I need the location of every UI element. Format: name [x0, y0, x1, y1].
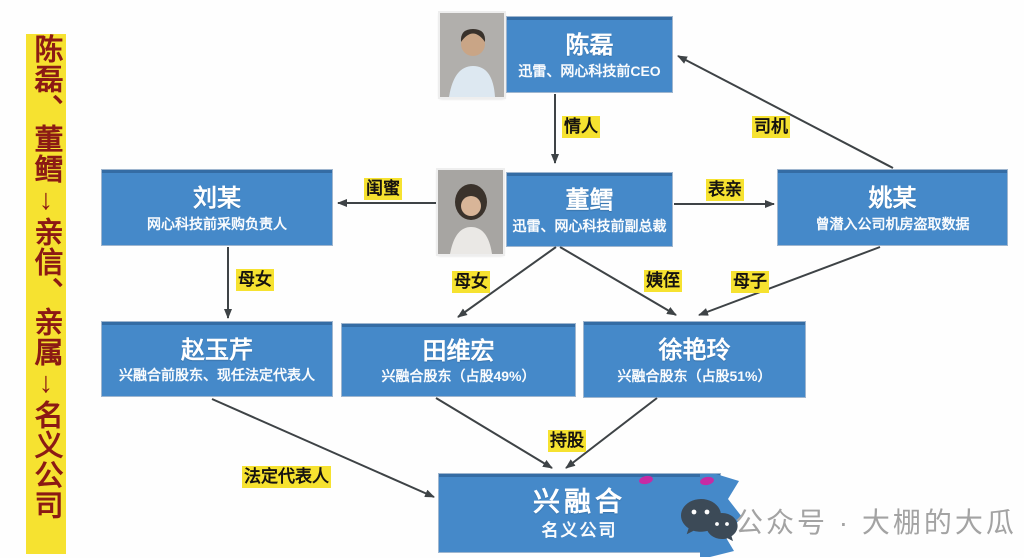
woman-portrait-placeholder: [438, 170, 503, 254]
watermark-text: 公众号 · 大棚的大瓜: [735, 507, 1017, 538]
vertical-headline-strip: 陈磊、董鳕↓亲信、亲属↓名义公司: [26, 34, 66, 554]
node-xing-rong-he-desc: 名义公司: [541, 521, 618, 541]
dong-xue-photo: [438, 170, 503, 254]
arrow-siji: [677, 55, 894, 169]
arrow-muzi: [698, 246, 881, 316]
node-tian-weihong-desc: 兴融合股东（占股49%）: [381, 368, 536, 385]
node-chen-lei: 陈磊 迅雷、网心科技前CEO: [507, 17, 672, 92]
node-tian-weihong-name: 田维宏: [422, 337, 495, 365]
chen-lei-photo: [440, 13, 504, 97]
node-yao-mou-name: 姚某: [868, 185, 917, 213]
node-chen-lei-desc: 迅雷、网心科技前CEO: [518, 62, 661, 79]
label-guimi: 闺蜜: [364, 178, 402, 201]
node-xu-yanling-desc: 兴融合股东（占股51%）: [617, 367, 772, 384]
label-muzi: 母子: [731, 271, 769, 294]
node-xing-rong-he: 兴融合 名义公司: [439, 474, 720, 552]
label-biaoqin: 表亲: [706, 179, 744, 202]
node-liu-mou-name: 刘某: [193, 185, 241, 213]
label-qingren: 情人: [562, 116, 600, 139]
node-xu-yanling-name: 徐艳玲: [658, 337, 731, 365]
label-munv-1: 母女: [236, 269, 274, 292]
node-dong-xue-name: 董鳕: [565, 187, 614, 215]
node-tian-weihong: 田维宏 兴融合股东（占股49%）: [342, 324, 575, 396]
node-zhao-yuqin: 赵玉芹 兴融合前股东、现任法定代表人: [102, 322, 332, 396]
label-chigu: 持股: [548, 430, 586, 453]
label-siji: 司机: [752, 116, 790, 139]
node-yao-mou: 姚某 曾潜入公司机房盗取数据: [778, 170, 1007, 245]
node-dong-xue-desc: 迅雷、网心科技前副总裁: [512, 217, 667, 234]
man-portrait-placeholder: [440, 13, 504, 97]
node-yao-mou-desc: 曾潜入公司机房盗取数据: [815, 215, 970, 232]
node-liu-mou-desc: 网心科技前采购负责人: [147, 215, 287, 232]
vertical-headline-text: 陈磊、董鳕↓亲信、亲属↓名义公司: [30, 34, 62, 520]
node-zhao-yuqin-desc: 兴融合前股东、现任法定代表人: [119, 367, 315, 384]
node-dong-xue: 董鳕 迅雷、网心科技前副总裁: [507, 173, 672, 246]
node-zhao-yuqin-name: 赵玉芹: [181, 336, 253, 364]
label-munv-2: 母女: [452, 271, 490, 294]
arrow-chigu-left: [435, 397, 553, 469]
label-yizhi: 姨侄: [644, 270, 682, 293]
label-legal-rep: 法定代表人: [242, 466, 331, 489]
node-liu-mou: 刘某 网心科技前采购负责人: [102, 170, 332, 245]
node-chen-lei-name: 陈磊: [565, 32, 614, 60]
node-xing-rong-he-name: 兴融合: [533, 487, 626, 518]
node-xu-yanling: 徐艳玲 兴融合股东（占股51%）: [584, 322, 805, 397]
